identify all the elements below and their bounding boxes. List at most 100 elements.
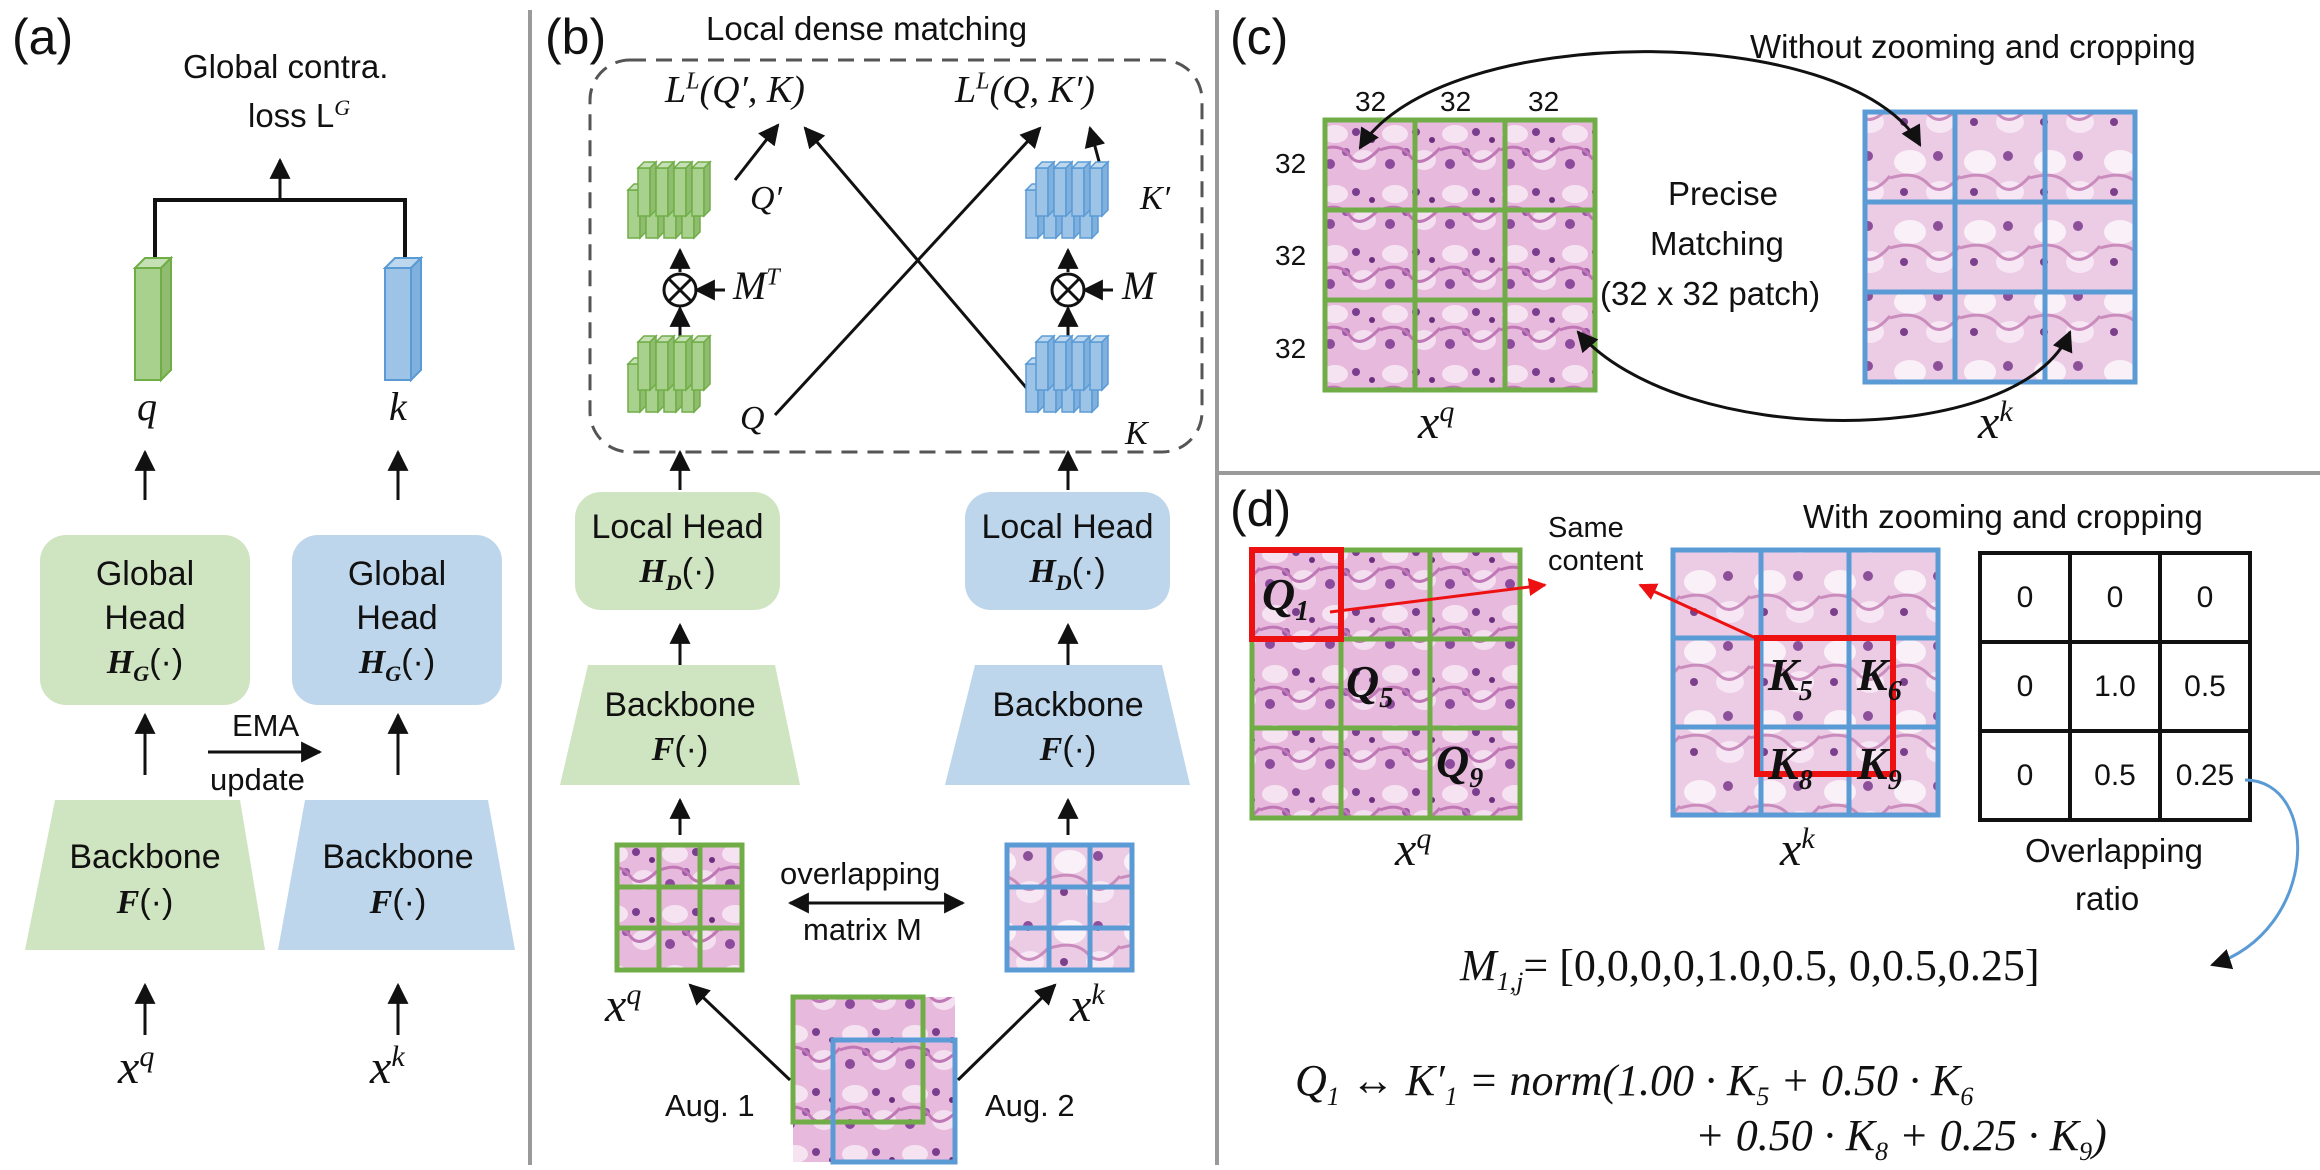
a-xk-label: xk: [370, 1040, 405, 1094]
b-backbone-q: Backbone F(·): [604, 685, 756, 768]
feature-channel: [1089, 341, 1103, 391]
d-overlap-label-2: ratio: [2075, 880, 2140, 917]
c-xq-image: [1325, 120, 1595, 390]
feature-channel: [673, 167, 687, 217]
feature-channel: [1035, 167, 1049, 217]
c-size-top-3: 32: [1528, 86, 1560, 117]
k-region-highlight: [1754, 635, 1896, 777]
matrix-cell: 0: [2016, 580, 2034, 614]
a-backbone-k: Backbone F(·): [322, 838, 474, 921]
matrix-cell: 1.0: [2094, 669, 2136, 703]
d-xq-label: xq: [1395, 822, 1432, 876]
matrix-cell: 0.5: [2184, 669, 2226, 703]
overlap-matrix: 0 0 0 0 1.0 0.5 0 0.5 0.25: [1980, 553, 2250, 820]
b-matrix-label: matrix M: [803, 912, 922, 947]
c-precise-label: Precise: [1668, 175, 1779, 212]
feature-channel: [691, 341, 705, 391]
feature-channel: [655, 167, 669, 217]
d-overlap-label-1: Overlapping: [2025, 832, 2203, 869]
backbone-k-shape: [278, 800, 515, 950]
b-mt-label: MT: [733, 263, 780, 308]
b-local-head-k: Local Head HD(·): [965, 492, 1170, 610]
a-q-label: q: [137, 384, 157, 429]
c-size-left-2: 32: [1275, 240, 1307, 271]
b-m-label: M: [1122, 263, 1156, 308]
d-title: With zooming and cropping: [1803, 498, 2203, 535]
a-global-loss-line2: loss LG: [248, 95, 351, 134]
d-q5-label: Q5: [1346, 656, 1394, 715]
c-xk-label: xk: [1978, 395, 2013, 449]
matrix-cell: 0.25: [2175, 758, 2235, 792]
c-patch-label: (32 x 32 patch): [1600, 275, 1821, 312]
q-prime-feature-map: [626, 160, 712, 240]
matrix-cell: 0: [2106, 580, 2124, 614]
panel-label-c: (c): [1230, 9, 1289, 65]
feature-channel: [1053, 341, 1067, 391]
b-q-label: Q: [740, 400, 765, 437]
d-k9-label: K9: [1857, 738, 1902, 797]
feature-channel: [637, 341, 651, 391]
b-q-prime-label: Q′: [750, 180, 782, 217]
b-xq-image: [617, 845, 742, 970]
b-k-label: K: [1125, 415, 1148, 452]
matrix-cell: 0.5: [2094, 758, 2136, 792]
c-size-top-1: 32: [1355, 86, 1387, 117]
k-prime-feature-map: [1024, 160, 1110, 240]
a-xq-label: xq: [118, 1040, 155, 1094]
a-backbone-q: Backbone F(·): [69, 838, 221, 921]
q1-highlight: [1249, 547, 1344, 642]
b-loss-q-prime: LL(Q′, K): [665, 68, 805, 111]
c-size-top-2: 32: [1440, 86, 1472, 117]
matrix-cell: 0: [2196, 580, 2214, 614]
a-global-head-k: Global Head HG(·): [292, 535, 502, 705]
b-local-head-q: Local Head HD(·): [575, 492, 780, 610]
d-equation-q1-line1: Q1 ↔ K′1 = norm(1.00 · K5 + 0.50 · K6: [1295, 1056, 1974, 1111]
b-k-prime-label: K′: [1140, 180, 1171, 217]
d-content-label: content: [1548, 545, 1644, 577]
b-xk-label: xk: [1070, 978, 1105, 1032]
feature-channel: [673, 341, 687, 391]
b-aug1-label: Aug. 1: [665, 1088, 755, 1123]
feature-channel: [691, 167, 705, 217]
b-overlapping-label: overlapping: [780, 856, 941, 891]
feature-channel: [1035, 341, 1049, 391]
b-title: Local dense matching: [706, 10, 1028, 47]
matrix-cell: 0: [2016, 758, 2034, 792]
panel-label-b: (b): [545, 9, 607, 65]
q-feature-map: [626, 334, 712, 414]
c-size-left-3: 32: [1275, 333, 1307, 364]
b-backbone-q-shape: [560, 665, 800, 785]
otimes-left: [662, 272, 698, 308]
b-backbone-k: Backbone F(·): [992, 685, 1144, 768]
overlap-matrix-grid: [1978, 551, 2252, 822]
b-xq-label: xq: [605, 978, 642, 1032]
feature-channel: [637, 167, 651, 217]
b-loss-k-prime: LL(Q, K′): [955, 68, 1095, 111]
a-update-label: update: [210, 762, 305, 797]
feature-channel: [1053, 167, 1067, 217]
feature-channel: [1089, 167, 1103, 217]
b-xk-image: [1007, 845, 1132, 970]
d-equation-m: M1,j= [0,0,0,0,1.0,0.5, 0,0.5,0.25]: [1460, 941, 2040, 996]
b-backbone-k-shape: [945, 665, 1190, 785]
c-xq-label: xq: [1418, 395, 1455, 449]
d-q9-label: Q9: [1436, 736, 1484, 795]
k-vector: [384, 267, 412, 381]
feature-channel: [1071, 167, 1085, 217]
d-same-label: Same: [1548, 512, 1624, 544]
d-k8-label: K8: [1768, 738, 1813, 797]
q-vector: [134, 267, 162, 381]
b-source-image: [793, 997, 955, 1162]
c-matching-label: Matching: [1650, 225, 1784, 262]
d-k5-label: K5: [1768, 649, 1813, 708]
c-xk-image: [1865, 112, 2135, 382]
d-equation-q1-line2: + 0.50 · K8 + 0.25 · K9): [1695, 1111, 2107, 1166]
a-k-label: k: [389, 384, 407, 429]
b-aug2-label: Aug. 2: [985, 1088, 1075, 1123]
k-feature-map: [1024, 334, 1110, 414]
d-k6-label: K6: [1857, 649, 1902, 708]
local-dense-box: [588, 58, 1204, 454]
c-title: Without zooming and cropping: [1750, 28, 2196, 65]
backbone-q-shape: [25, 800, 265, 950]
panel-label-a: (a): [12, 9, 74, 65]
